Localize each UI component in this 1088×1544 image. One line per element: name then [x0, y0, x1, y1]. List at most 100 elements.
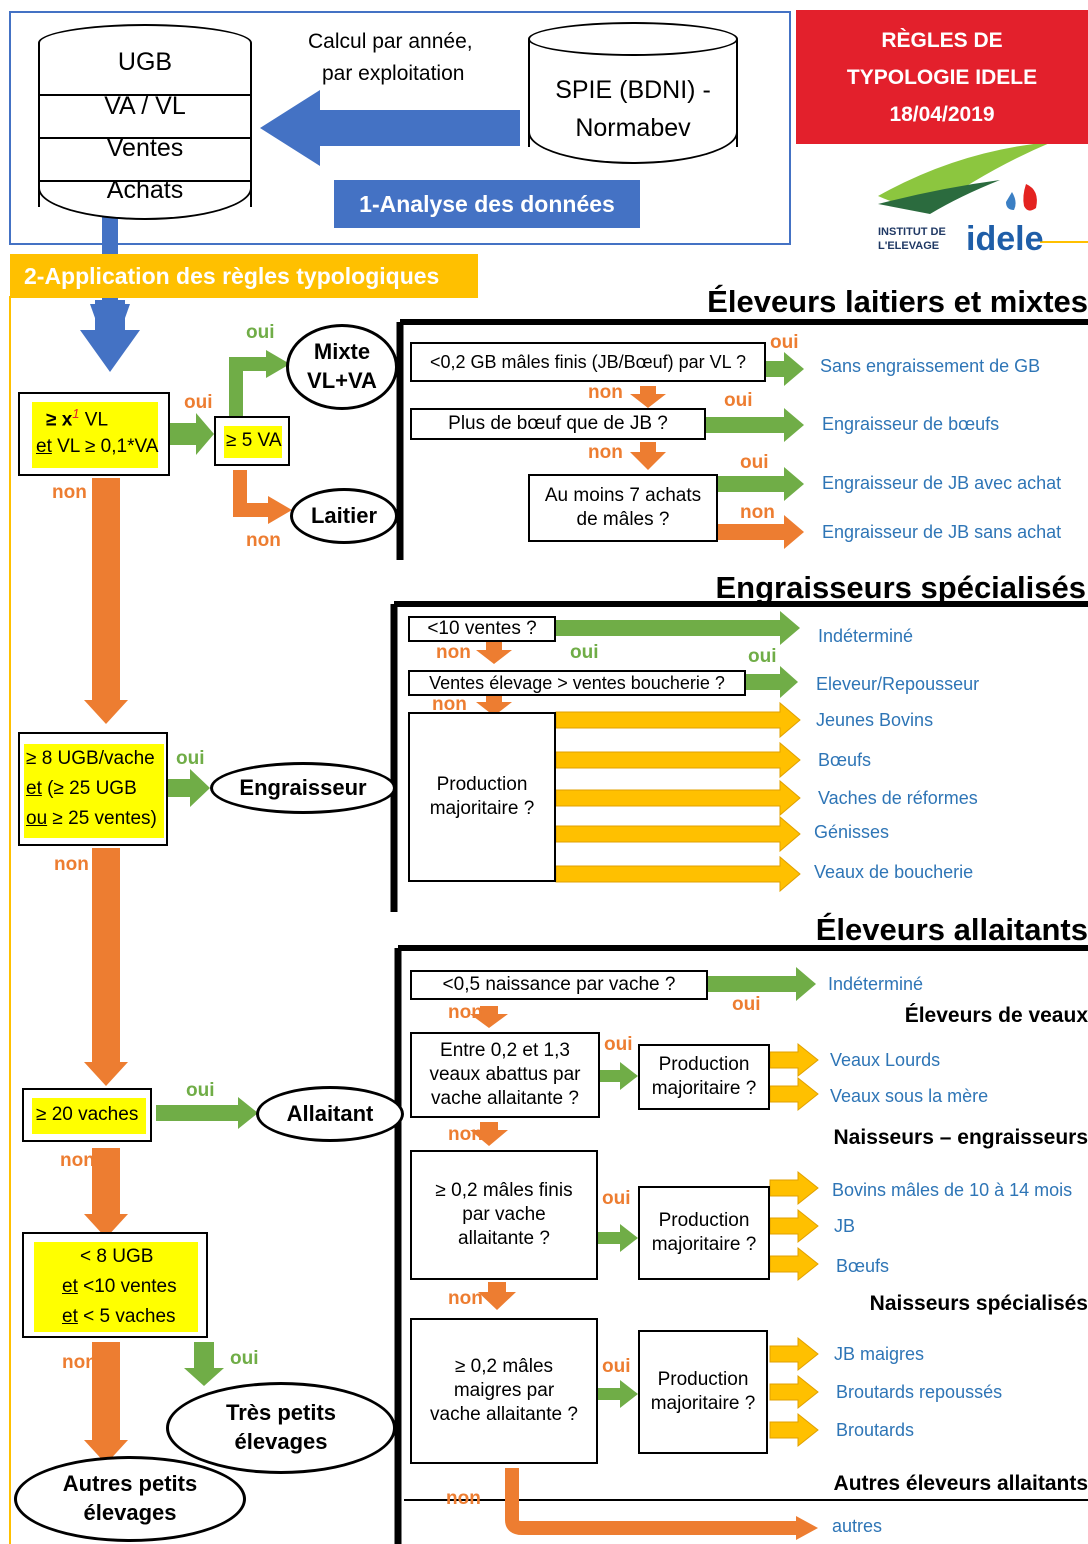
label-oui-l1: oui	[770, 332, 799, 353]
label-oui-a2: oui	[604, 1034, 633, 1055]
label-oui-e1: oui	[570, 642, 599, 663]
label-oui-e2: oui	[748, 646, 777, 667]
c1-line1: ≥ x	[46, 409, 73, 431]
node-mixte: Mixte VL+VA	[286, 324, 398, 410]
label-non-c2: non	[54, 854, 89, 875]
allaitants-r-bovins-males: Bovins mâles de 10 à 14 mois	[832, 1180, 1073, 1200]
label-oui-a4: oui	[602, 1356, 631, 1377]
laitiers-r3: Engraisseur de JB avec achat	[822, 473, 1062, 493]
logo-small-1: INSTITUT DE	[878, 226, 946, 238]
allaitants-r-broutards-repousses: Broutards repoussés	[836, 1382, 1003, 1402]
criterion-engraisseur: ≥ 8 UGB/vache et (≥ 25 UGB ou ≥ 25 vente…	[18, 732, 168, 846]
engraisseurs-r-eleveur: Eleveur/Repousseur	[816, 674, 980, 694]
engraisseurs-r-genisses: Génisses	[814, 822, 890, 842]
step2-label: 2-Application des règles typologiques	[24, 262, 440, 289]
allaitants-r-boeufs: Bœufs	[836, 1256, 890, 1276]
allaitants-q-ns: ≥ 0,2 mâles maigres par vache allaitante…	[410, 1318, 598, 1464]
label-non-a4: non	[446, 1488, 481, 1509]
label-oui-mixte: oui	[246, 322, 275, 343]
c2-line2: (≥ 25 UGB	[41, 778, 137, 799]
label-oui-l2: oui	[724, 390, 753, 411]
laitiers-r2: Engraisseur de bœufs	[822, 414, 1000, 434]
label-non-l2: non	[588, 442, 623, 463]
c4-line2: <10 ventes	[77, 1276, 177, 1297]
arrow-non-1	[92, 478, 120, 708]
allaitants-q-veaux: Entre 0,2 et 1,3 veaux abattus par vache…	[410, 1032, 600, 1118]
database-cylinder: UGB VA / VL Ventes Achats	[38, 24, 254, 220]
arrow-oui-mixte	[229, 357, 268, 418]
arrow-oui-allaitant	[156, 1097, 258, 1129]
sub-title-ns: Naisseurs spécialisés	[869, 1292, 1088, 1315]
node-engraisseur: Engraisseur	[210, 762, 396, 814]
c1-line2: VL ≥ 0,1*VA	[51, 436, 159, 457]
allaitants-prod-ne: Production majoritaire ?	[638, 1186, 770, 1280]
c2-line3: ≥ 25 ventes)	[47, 808, 157, 829]
step1-banner: 1-Analyse des données	[334, 180, 640, 228]
sub-title-ne: Naisseurs – engraisseurs	[833, 1126, 1088, 1149]
title-line3: 18/04/2019	[889, 103, 995, 126]
db-row-ugb: UGB	[117, 48, 173, 76]
node-tres-petits: Très petits élevages	[166, 1382, 396, 1474]
label-oui-c1: oui	[184, 392, 213, 413]
label-non-c1: non	[52, 482, 87, 503]
c2-et: et	[26, 778, 42, 799]
title-line1: RÈGLES DE	[881, 29, 1003, 52]
laitiers-q1: <0,2 GB mâles finis (JB/Bœuf) par VL ?	[410, 342, 766, 382]
title-box: RÈGLES DE TYPOLOGIE IDELE 18/04/2019	[796, 10, 1088, 144]
allaitants-r-broutards: Broutards	[836, 1420, 915, 1440]
laitiers-r1: Sans engraissement de GB	[820, 356, 1041, 376]
label-non-c3: non	[60, 1150, 95, 1171]
blue-arrow-source-to-db	[260, 90, 520, 166]
c1-line1b: VL	[79, 409, 109, 431]
node-allaitant: Allaitant	[256, 1086, 404, 1142]
label-non-a1: non	[448, 1002, 483, 1023]
engraisseurs-r-veaux: Veaux de boucherie	[814, 862, 974, 882]
step1-label: 1-Analyse des données	[359, 190, 615, 217]
arrow-oui-c1	[170, 413, 214, 455]
engraisseurs-r-boeufs: Bœufs	[818, 750, 872, 770]
label-non-a3: non	[448, 1288, 483, 1309]
c3-label: ≥ 20 vaches	[36, 1104, 139, 1125]
section-title-laitiers: Éleveurs laitiers et mixtes	[707, 284, 1088, 319]
label-non-e2: non	[432, 694, 467, 715]
title-line2: TYPOLOGIE IDELE	[846, 66, 1038, 89]
source-cylinder: SPIE (BDNI) - Normabev	[528, 22, 740, 164]
engraisseurs-r-indetermine: Indéterminé	[818, 626, 914, 646]
c4-et-2: et	[62, 1306, 78, 1327]
engraisseurs-q1: <10 ventes ?	[408, 616, 556, 642]
sub-title-veaux: Éleveurs de veaux	[904, 1004, 1088, 1027]
label-oui-a1: oui	[732, 994, 761, 1015]
allaitants-prod-veaux: Production majoritaire ?	[638, 1044, 770, 1110]
section-title-engraisseurs: Engraisseurs spécialisés	[715, 570, 1086, 605]
node-autres-petits: Autres petits élevages	[14, 1456, 246, 1542]
label-oui-tres-petits: oui	[230, 1348, 259, 1369]
label-non-a2: non	[448, 1124, 483, 1145]
c1-et: et	[36, 436, 52, 457]
db-row-achats: Achats	[106, 176, 184, 204]
arrow-oui-engraisseur	[168, 769, 210, 807]
laitiers-q2: Plus de bœuf que de JB ?	[410, 408, 706, 440]
c4-et-1: et	[62, 1276, 78, 1297]
arrow-non-laitier	[233, 470, 270, 517]
allaitants-r-jb: JB	[834, 1216, 856, 1236]
label-oui-allaitant: oui	[186, 1080, 215, 1101]
label-non-l3: non	[740, 502, 775, 523]
c2-line1: ≥ 8 UGB/vache	[26, 748, 155, 769]
allaitants-q-ne: ≥ 0,2 mâles finis par vache allaitante ?	[410, 1150, 598, 1280]
source-line1: SPIE (BDNI) -	[555, 76, 711, 104]
label-oui-a3: oui	[602, 1188, 631, 1209]
allaitants-r-veaux-lourds: Veaux Lourds	[830, 1050, 941, 1070]
arrow-non-4	[92, 1342, 120, 1446]
db-row-ventes: Ventes	[106, 134, 184, 162]
allaitants-q1: <0,5 naissance par vache ?	[410, 970, 708, 1000]
label-non-c4: non	[62, 1352, 97, 1373]
label-non-laitier: non	[246, 530, 281, 551]
c2-ou: ou	[26, 808, 48, 829]
allaitants-r-indetermine: Indéterminé	[828, 974, 924, 994]
calc-label-line1: Calcul par année,	[308, 30, 473, 53]
logo-big: idele	[966, 220, 1044, 258]
label-non-e1: non	[436, 642, 471, 663]
analysis-panel-border	[9, 11, 791, 245]
label-oui-l3: oui	[740, 452, 769, 473]
